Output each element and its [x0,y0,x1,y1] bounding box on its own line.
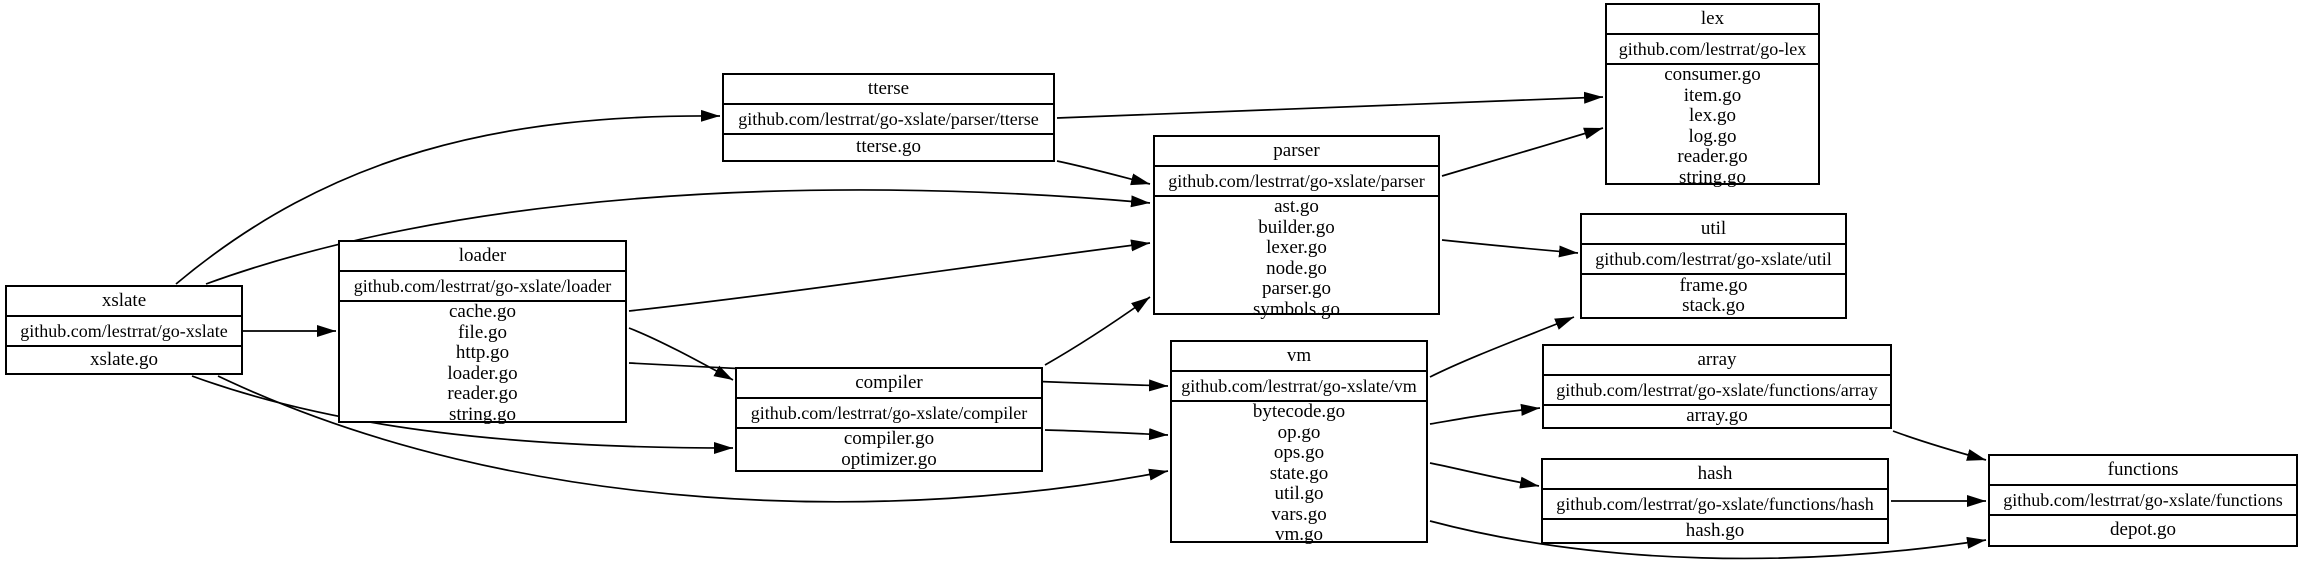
edge-compiler-vm [1044,428,1169,441]
file-name: bytecode.go [1252,401,1346,422]
file-name: log.go [1688,125,1737,147]
edge-xslate-parser [205,189,1151,285]
file-name: reader.go [1677,146,1748,167]
file-name: vars.go [1271,503,1327,525]
node-lex: lex github.com/lestrrat/go-lex consumer.… [1605,3,1820,188]
node-files: tterse.go [724,135,1053,160]
file-name: cache.go [449,301,516,322]
file-name: hash.go [1685,519,1745,541]
file-name: lex.go [1689,105,1736,126]
file-name: util.go [1274,483,1324,504]
node-title: parser [1155,137,1438,167]
file-name: state.go [1269,462,1329,484]
node-functions: functions github.com/lestrrat/go-xslate/… [1988,454,2298,547]
node-package: github.com/lestrrat/go-xslate/functions [1990,486,2296,516]
edge-xslate-vm [217,375,1169,503]
node-package: github.com/lestrrat/go-xslate/util [1582,245,1845,275]
file-name: string.go [1678,166,1747,188]
edge-vm-hash [1429,462,1540,489]
node-package: github.com/lestrrat/go-xslate/loader [340,272,625,302]
node-package: github.com/lestrrat/go-xslate/vm [1172,372,1426,402]
node-title: vm [1172,342,1426,372]
file-name: parser.go [1261,278,1332,299]
node-title: loader [340,242,625,272]
node-title: functions [1990,456,2296,486]
node-title: hash [1543,460,1887,490]
node-package: github.com/lestrrat/go-xslate/functions/… [1543,490,1887,520]
file-name: file.go [457,321,508,343]
file-name: tterse.go [856,136,921,158]
edge-vm-functions [1429,520,1987,560]
node-util: util github.com/lestrrat/go-xslate/util … [1580,213,1847,319]
file-name: ops.go [1273,442,1325,463]
node-title: util [1582,215,1845,245]
node-title: lex [1607,5,1818,35]
file-name: reader.go [447,383,518,404]
node-tterse: tterse github.com/lestrrat/go-xslate/par… [722,73,1055,162]
edge-loader-compiler [628,327,734,381]
file-name: stack.go [1682,295,1745,316]
file-name: item.go [1683,84,1742,106]
edge-xslate-tterse [175,109,721,285]
file-name: optimizer.go [841,448,937,470]
file-name: symbols.go [1252,298,1341,320]
node-package: github.com/lestrrat/go-xslate/parser [1155,167,1438,197]
file-name: consumer.go [1664,64,1761,85]
file-name: http.go [455,342,510,363]
node-compiler: compiler github.com/lestrrat/go-xslate/c… [735,367,1043,472]
node-files: array.go [1544,406,1890,427]
file-name: op.go [1277,421,1321,443]
node-package: github.com/lestrrat/go-xslate/parser/tte… [724,105,1053,135]
node-title: tterse [724,75,1053,105]
edge-tterse-parser [1056,160,1151,186]
node-vm: vm github.com/lestrrat/go-xslate/vm byte… [1170,340,1428,546]
edge-parser-lex [1441,127,1604,177]
edge-vm-util [1429,316,1575,378]
edge-xslate-compiler [191,375,734,454]
node-package: github.com/lestrrat/go-xslate/compiler [737,399,1041,429]
file-name: builder.go [1258,216,1335,238]
file-name: compiler.go [843,428,935,449]
node-files: xslate.go [7,347,241,373]
file-name: depot.go [2110,519,2176,541]
file-name: vm.go [1274,524,1324,545]
node-loader: loader github.com/lestrrat/go-xslate/loa… [338,240,627,425]
node-parser: parser github.com/lestrrat/go-xslate/par… [1153,135,1440,319]
node-xslate: xslate github.com/lestrrat/go-xslate xsl… [5,285,243,375]
edge-compiler-parser [1044,296,1151,366]
node-package: github.com/lestrrat/go-xslate [7,317,241,347]
node-title: array [1544,346,1890,376]
file-name: node.go [1266,257,1327,279]
file-name: lexer.go [1266,237,1327,258]
file-name: string.go [448,403,517,425]
node-package: github.com/lestrrat/go-lex [1607,35,1818,65]
edge-parser-util [1441,239,1579,258]
node-title: xslate [7,287,241,317]
node-package: github.com/lestrrat/go-xslate/functions/… [1544,376,1890,406]
file-name: frame.go [1679,274,1748,296]
file-name: loader.go [447,362,518,384]
edge-loader-parser [628,239,1151,312]
node-files: hash.go [1543,520,1887,542]
edge-array-functions [1892,430,1987,461]
node-array: array github.com/lestrrat/go-xslate/func… [1542,344,1892,429]
edge-tterse-lex [1056,91,1604,119]
node-files: depot.go [1990,516,2296,545]
edge-vm-array [1429,403,1541,425]
node-hash: hash github.com/lestrrat/go-xslate/funct… [1541,458,1889,544]
file-name: ast.go [1274,196,1319,217]
file-name: array.go [1686,405,1748,427]
file-name: xslate.go [89,348,159,370]
node-title: compiler [737,369,1041,399]
